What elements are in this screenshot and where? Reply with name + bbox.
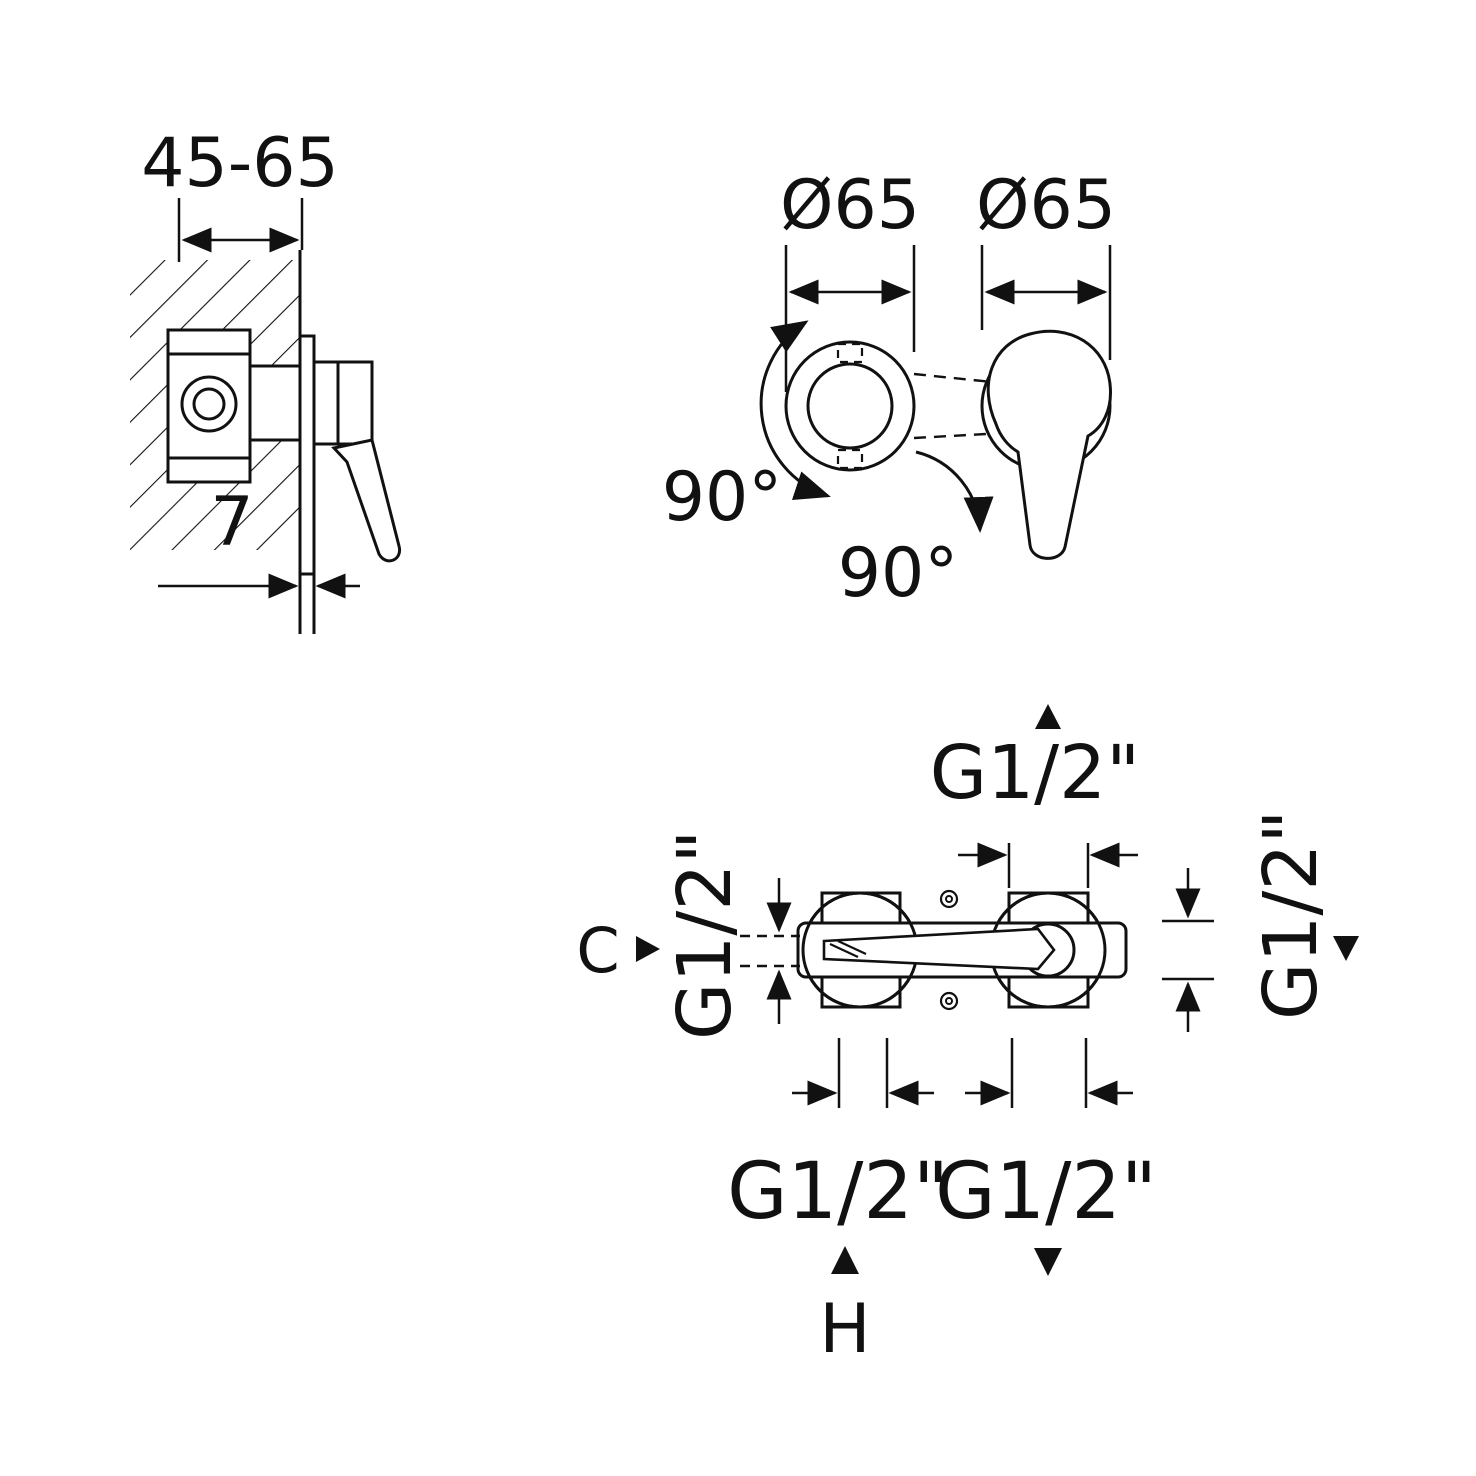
trim-ring [784, 340, 916, 472]
hot-inlet-arrow-icon [831, 1246, 859, 1274]
cold-label: C [576, 914, 619, 987]
handle-diameter-label: Ø65 [976, 166, 1116, 245]
top-flow-arrow-icon [1035, 704, 1061, 729]
bottom-left-port-label: G1/2" [727, 1147, 949, 1237]
section-view: 45-65 7 [130, 124, 402, 634]
rotation-arc-right [915, 450, 994, 533]
rotation-left-label: 90° [662, 458, 783, 537]
dimension-handle-diameter [980, 245, 1112, 360]
handle-plan [822, 927, 1056, 971]
rotation-right-label: 90° [838, 534, 959, 613]
dimension-bottom-right-port [965, 1038, 1133, 1108]
dimension-top-port [958, 842, 1138, 888]
valve-body-plan [796, 889, 1128, 1011]
depth-range-label: 45-65 [141, 124, 339, 203]
cold-flow-arrow-icon [636, 936, 660, 962]
left-port-label: G1/2" [662, 830, 748, 1040]
dimension-trim-diameter [784, 245, 916, 392]
plate-thickness-label: 7 [210, 483, 253, 562]
top-port-label: G1/2" [930, 730, 1140, 816]
rotation-arc-left [759, 320, 831, 500]
plan-view: G1/2" G1/2" C G1/2" [576, 704, 1359, 1369]
handle-section [312, 360, 402, 563]
escutcheon-plate [298, 334, 316, 576]
right-flow-arrow-icon [1333, 936, 1359, 961]
dimension-left-port [740, 878, 800, 1024]
right-port-label: G1/2" [1248, 810, 1334, 1020]
outlet-arrow-icon [1034, 1248, 1062, 1276]
bottom-right-port-label: G1/2" [935, 1147, 1157, 1237]
valve-body-section [166, 328, 304, 484]
trim-diameter-label: Ø65 [780, 166, 920, 245]
handle-front [980, 329, 1112, 560]
dimension-right-port [1162, 868, 1214, 1032]
dimension-depth-range [177, 198, 304, 262]
front-view: Ø65 Ø65 90° 90° [662, 166, 1116, 613]
hot-label: H [819, 1290, 870, 1369]
dimension-bottom-left-port [792, 1038, 934, 1108]
projection-lines [913, 372, 993, 440]
